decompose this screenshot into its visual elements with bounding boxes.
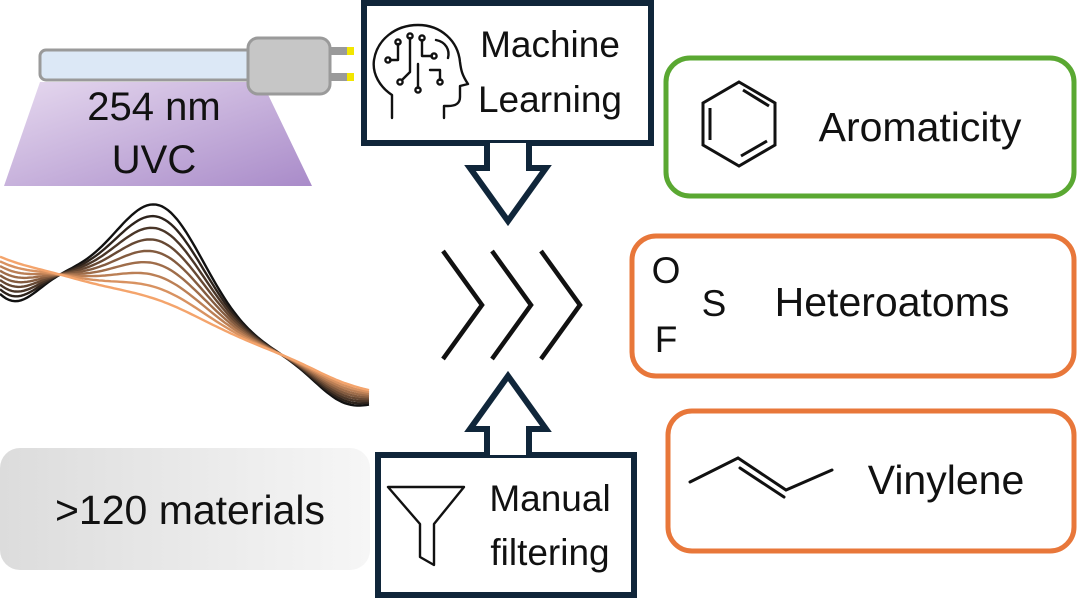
lamp-pin-top: [330, 47, 354, 55]
manual-filtering-line2: filtering: [490, 532, 609, 573]
aromaticity-box: Aromaticity: [663, 55, 1077, 199]
arrow-down-icon: [464, 143, 552, 227]
aromaticity-label: Aromaticity: [819, 104, 1022, 150]
materials-badge: >120 materials: [0, 448, 370, 570]
atom-s: S: [702, 283, 727, 324]
chevrons-right-icon: [441, 249, 583, 361]
benzene-ring-icon: [701, 80, 777, 168]
lamp-pin-top-tip: [347, 47, 354, 55]
lamp-tube: [38, 48, 258, 82]
atom-o: O: [652, 250, 681, 291]
lamp-pin-bottom-tip: [347, 73, 354, 81]
lamp-cap: [246, 36, 332, 96]
vinylene-box: Vinylene: [665, 408, 1077, 554]
spectra-plot: [0, 203, 370, 407]
arrow-up-icon: [464, 370, 552, 455]
uv-lamp: 254 nm UVC: [4, 36, 354, 186]
uv-light-cone: [4, 82, 312, 186]
materials-label: >120 materials: [55, 487, 325, 533]
manual-filtering-box: Manual filtering: [375, 452, 637, 598]
uv-band-label: UVC: [112, 138, 196, 182]
heteroatoms-box: O F S Heteroatoms: [629, 233, 1077, 379]
atom-f: F: [655, 319, 678, 360]
heteroatoms-label: Heteroatoms: [775, 279, 1010, 325]
vinylene-label: Vinylene: [868, 457, 1025, 503]
machine-learning-line1: Machine: [480, 24, 620, 65]
manual-filtering-line1: Manual: [489, 478, 610, 519]
funnel-icon: [386, 485, 466, 567]
machine-learning-box: Machine Learning: [361, 0, 654, 146]
machine-learning-line2: Learning: [478, 79, 622, 120]
brain-circuit-icon: [372, 23, 470, 120]
spectrum-curve: [0, 255, 370, 392]
uv-wavelength-label: 254 nm: [87, 85, 220, 129]
vinylene-bond-icon: [688, 456, 834, 499]
lamp-pin-bottom: [330, 73, 354, 81]
